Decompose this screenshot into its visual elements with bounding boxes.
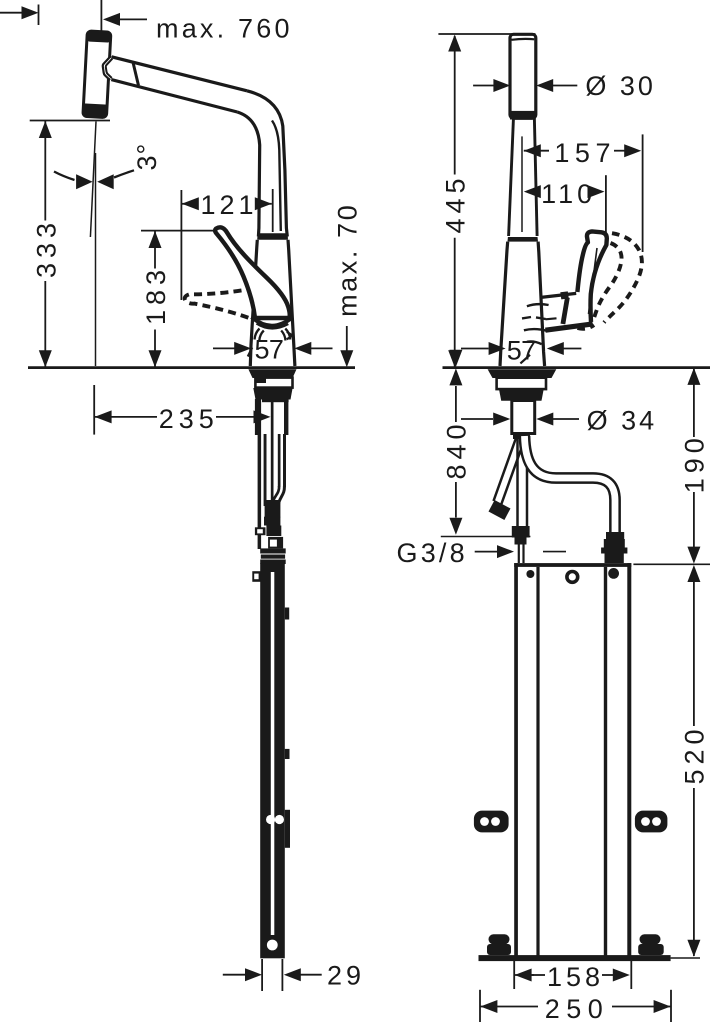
- svg-text:3°: 3°: [132, 143, 162, 171]
- svg-text:157: 157: [554, 138, 616, 168]
- svg-text:110: 110: [541, 179, 596, 209]
- svg-text:333: 333: [31, 218, 61, 278]
- svg-text:G3/8: G3/8: [397, 538, 468, 568]
- svg-text:Ø 30: Ø 30: [585, 71, 656, 101]
- svg-text:max. 760: max. 760: [156, 14, 293, 44]
- svg-text:Ø 34: Ø 34: [587, 406, 658, 436]
- svg-text:445: 445: [441, 173, 471, 233]
- svg-text:7: 7: [521, 336, 536, 366]
- svg-text:5: 5: [254, 335, 269, 365]
- svg-text:29: 29: [327, 961, 365, 991]
- svg-text:190: 190: [680, 433, 710, 493]
- svg-text:121: 121: [200, 190, 257, 220]
- svg-text:183: 183: [141, 265, 171, 325]
- svg-text:5: 5: [507, 336, 522, 366]
- svg-text:158: 158: [547, 962, 604, 992]
- svg-text:max. 70: max. 70: [333, 203, 363, 317]
- svg-text:520: 520: [680, 724, 710, 784]
- svg-text:235: 235: [159, 404, 219, 434]
- svg-text:7: 7: [269, 335, 284, 365]
- svg-text:840: 840: [442, 419, 472, 479]
- svg-text:250: 250: [545, 994, 610, 1024]
